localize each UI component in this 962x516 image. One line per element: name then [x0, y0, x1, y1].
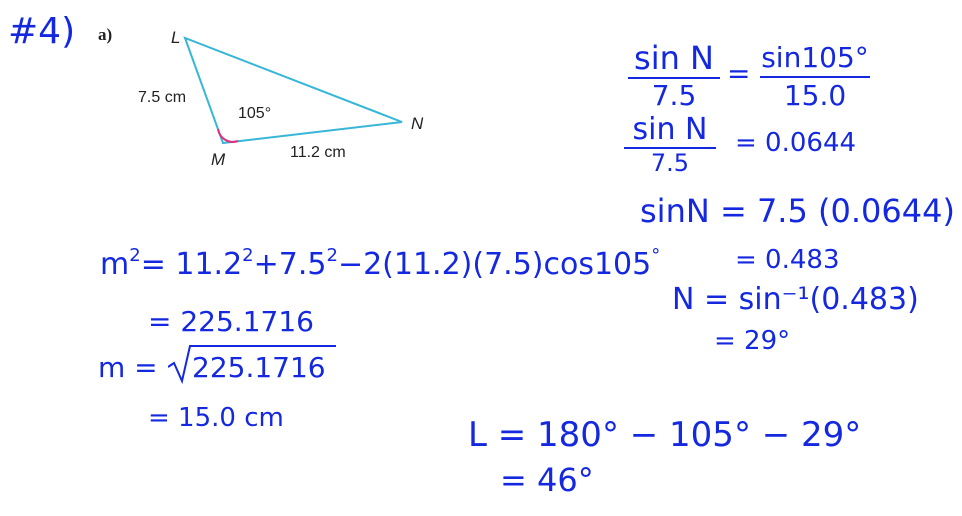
vertex-n-label: N — [411, 114, 424, 133]
sine-fraction-1: sin N 7.5 — [628, 42, 720, 110]
problem-number: #4) — [8, 11, 76, 52]
square-root-sign — [168, 345, 336, 385]
cosine-a: 11.2 — [175, 247, 243, 282]
sine-eq-2: = 0.0644 — [735, 128, 857, 158]
triangle-lmn — [183, 36, 403, 145]
part-label: a) — [98, 25, 113, 44]
sine-law-line-3: sinN = 7.5 (0.0644) — [640, 192, 955, 230]
angle-m-arc — [217, 128, 239, 143]
cosine-deg: ° — [651, 245, 661, 267]
cosine-exp-2: 2 — [242, 245, 254, 267]
cosine-plus: + — [253, 247, 279, 282]
vertex-m-label: M — [211, 150, 226, 169]
cosine-law-line-4: = 15.0 cm — [148, 403, 284, 433]
sine-frac3-den: 7.5 — [650, 149, 690, 177]
sine-fraction-2: sin105° 15.0 — [760, 44, 870, 110]
angle-l-line-1: L = 180° − 105° − 29° — [468, 415, 862, 455]
sine-frac3-num: sin N — [632, 112, 708, 147]
cosine-exp-3: 2 — [326, 245, 338, 267]
cosine-law-radicand: 225.1716 — [192, 351, 326, 384]
cosine-eq: = — [140, 247, 166, 282]
sine-law-line-6: = 29° — [714, 326, 791, 356]
cosine-rest: −2(11.2)(7.5)cos105 — [337, 247, 652, 282]
sine-eq-1: = — [727, 57, 751, 90]
sine-fraction-3: sin N 7.5 — [624, 115, 716, 175]
sine-law-line-4: = 0.483 — [735, 245, 840, 275]
vertex-l-label: L — [171, 28, 181, 47]
sine-frac2-num: sin105° — [761, 41, 869, 74]
sine-frac1-den: 7.5 — [651, 79, 697, 112]
sine-frac2-den: 15.0 — [783, 79, 847, 112]
cosine-lhs: m — [100, 247, 130, 282]
sine-law-line-5: N = sin⁻¹(0.483) — [672, 282, 919, 317]
side-lm-label: 7.5 cm — [138, 89, 187, 106]
cosine-law-line-1: m2= 11.22+7.52−2(11.2)(7.5)cos105° — [100, 247, 660, 282]
angle-m-label: 105° — [238, 105, 272, 122]
cosine-law-line-3-lhs: m = — [98, 351, 158, 384]
triangle-diagram — [183, 36, 403, 145]
cosine-law-line-2: = 225.1716 — [148, 305, 314, 338]
side-mn-label: 11.2 cm — [290, 144, 346, 161]
cosine-b: 7.5 — [278, 247, 327, 282]
cosine-exp-1: 2 — [129, 245, 141, 267]
angle-l-line-2: = 46° — [500, 461, 594, 499]
sine-frac1-num: sin N — [634, 39, 714, 77]
